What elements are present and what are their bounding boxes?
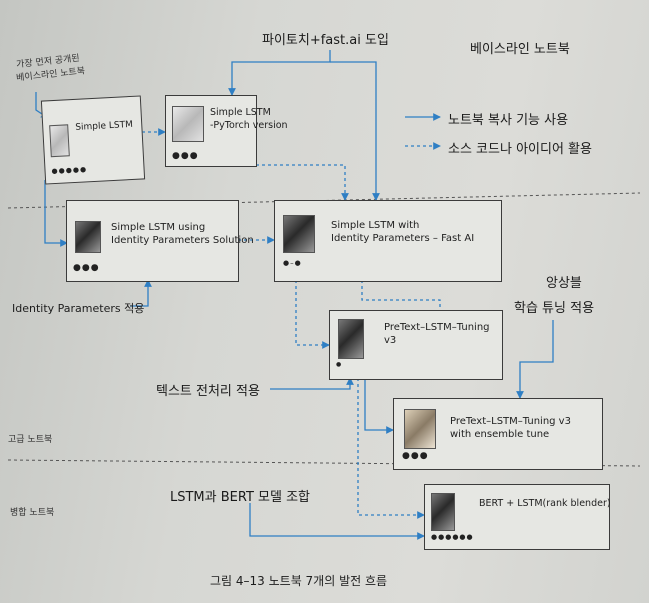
- thumbnail-image: [283, 215, 315, 253]
- arrow-identity-fastai-to-pretext: [295, 280, 330, 349]
- notebook-dots: ●●●: [73, 263, 100, 273]
- identity-params-annotation: Identity Parameters 적용: [12, 302, 145, 315]
- thumbnail-image: [338, 319, 364, 359]
- notebook-pretext-lstm-tuning: PreText–LSTM–Tuning v3 ●: [329, 310, 503, 380]
- notebook-dots: ●: [336, 361, 343, 368]
- notebook-bert-lstm: BERT + LSTM(rank blender) ●●●●●●: [424, 484, 611, 550]
- notebook-title: Simple LSTM: [75, 119, 134, 133]
- notebook-simple-lstm: Simple LSTM ●●●●●: [40, 95, 146, 185]
- notebook-title: PreText–LSTM–Tuning v3 with ensemble tun…: [450, 416, 571, 440]
- ensemble-annotation-2: 학습 튜닝 적용: [514, 301, 595, 316]
- legend-dashed-label: 소스 코드나 아이디어 활용: [448, 142, 592, 157]
- notebook-title: Simple LSTM -PyTorch version: [210, 107, 288, 131]
- section-combined-label: 병합 노트북: [10, 508, 55, 518]
- lstm-bert-annotation: LSTM과 BERT 모델 조합: [170, 490, 311, 505]
- notebook-simple-lstm-pytorch: Simple LSTM -PyTorch version ●●●: [165, 95, 288, 167]
- notebook-simple-lstm-identity-fastai: Simple LSTM with Identity Parameters – F…: [274, 200, 502, 282]
- ensemble-annotation-1: 앙상블: [546, 276, 582, 291]
- pytorch-fastai-label: 파이토치+fast.ai 도입: [262, 33, 389, 48]
- thumbnail-image: [49, 124, 70, 158]
- thumbnail-image: [172, 106, 204, 142]
- arrow-identity-params: [130, 279, 152, 307]
- notebook-dots: ●●●●●●: [431, 533, 474, 541]
- legend-solid-label: 노트북 복사 기능 사용: [448, 113, 569, 128]
- notebook-dots: ●–●: [283, 259, 302, 267]
- arrow-ensemble-tuning: [516, 320, 554, 399]
- arrow-pytorch-to-identity-fastai: [256, 164, 349, 201]
- arrow-simple-to-identity: [44, 180, 68, 247]
- notebook-title: Simple LSTM using Identity Parameters So…: [111, 222, 254, 246]
- notebook-title: PreText–LSTM–Tuning v3: [384, 322, 490, 346]
- figure-caption: 그림 4–13 노트북 7개의 발전 흐름: [210, 574, 388, 588]
- notebook-dots: ●●●: [402, 451, 429, 461]
- arrow-fastai-to-pytorch: [228, 50, 331, 96]
- baseline-label: 베이스라인 노트북: [470, 42, 570, 57]
- arrow-text-preprocessing: [270, 377, 354, 390]
- arrow-pretext-to-ensemble: [364, 378, 394, 434]
- notebook-title: BERT + LSTM(rank blender): [479, 498, 611, 509]
- text-preprocessing-annotation: 텍스트 전처리 적용: [156, 384, 260, 399]
- thumbnail-image: [431, 493, 455, 531]
- arrow-lstm-bert: [249, 503, 425, 540]
- thumbnail-image: [75, 221, 101, 253]
- section-advanced-label: 고급 노트북: [8, 435, 53, 445]
- arrow-identity-fastai-to-bert: [361, 280, 441, 312]
- notebook-simple-lstm-identity: Simple LSTM using Identity Parameters So…: [66, 200, 254, 282]
- arrow-fastai-to-identity-fastai: [330, 61, 380, 201]
- notebook-pretext-lstm-ensemble: PreText–LSTM–Tuning v3 with ensemble tun…: [393, 398, 603, 470]
- thumbnail-image: [404, 409, 436, 449]
- notebook-title: Simple LSTM with Identity Parameters – F…: [331, 220, 475, 244]
- notebook-dots: ●●●: [172, 151, 199, 161]
- arrow-pretext-to-bert: [357, 378, 425, 519]
- notebook-dots: ●●●●●: [51, 165, 88, 176]
